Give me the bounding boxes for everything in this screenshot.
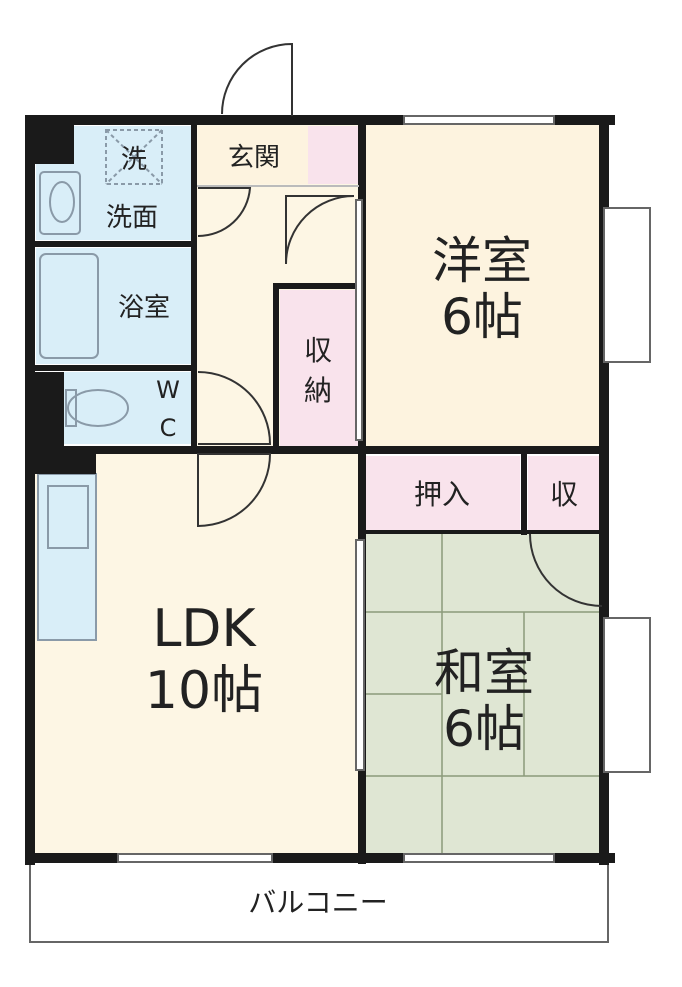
ldk-size: 10帖 — [145, 661, 263, 721]
wc-label-c: C — [160, 414, 177, 442]
small-storage-floor — [528, 456, 602, 530]
closet-floor — [364, 456, 520, 530]
wc-door — [197, 371, 272, 445]
japanese-room-size: 6帖 — [443, 700, 525, 758]
balcony-label: バルコニー — [248, 886, 387, 919]
windows — [117, 115, 651, 863]
entrance-label: 玄関 — [228, 143, 280, 173]
washroom-door — [197, 187, 252, 238]
closet-label: 押入 — [414, 478, 470, 511]
small-storage-label: 収 — [550, 478, 578, 511]
storage-vertical-label-2: 納 — [304, 374, 332, 407]
doors — [197, 42, 603, 607]
ldk-door — [197, 453, 272, 528]
bathroom-label: 浴室 — [118, 293, 170, 323]
washroom-label: 洗面 — [106, 203, 158, 233]
western-room-size: 6帖 — [441, 288, 523, 346]
vertical-storage-floor — [280, 290, 358, 446]
floors — [30, 120, 606, 860]
japanese-room-name: 和室 — [434, 644, 534, 702]
western-room-floor — [362, 120, 606, 448]
hall-door — [285, 195, 355, 265]
wc-label-w: W — [156, 376, 180, 404]
washing-machine-pan — [105, 129, 163, 185]
fixtures — [39, 129, 163, 427]
storage-vertical-label-1: 収 — [304, 334, 332, 367]
balcony — [29, 861, 609, 943]
ldk-name: LDK — [152, 599, 257, 659]
western-room-name: 洋室 — [432, 232, 532, 290]
entrance-floor — [198, 126, 308, 184]
japanese-storage-door — [529, 533, 603, 607]
tatami-lines — [364, 534, 604, 856]
kitchen-sink — [47, 485, 89, 549]
front-door — [221, 42, 293, 116]
wash-basin — [39, 171, 81, 235]
bathroom-floor — [36, 248, 192, 364]
labels: 洗 洗面 玄関 浴室 W C 収 納 洋室 6帖 押入 収 LDK 10帖 和室… — [106, 143, 578, 919]
bathtub — [39, 253, 99, 359]
washer-label: 洗 — [121, 145, 147, 175]
toilet — [67, 389, 129, 427]
entrance-storage — [308, 126, 358, 184]
tatami-floor — [364, 534, 604, 856]
